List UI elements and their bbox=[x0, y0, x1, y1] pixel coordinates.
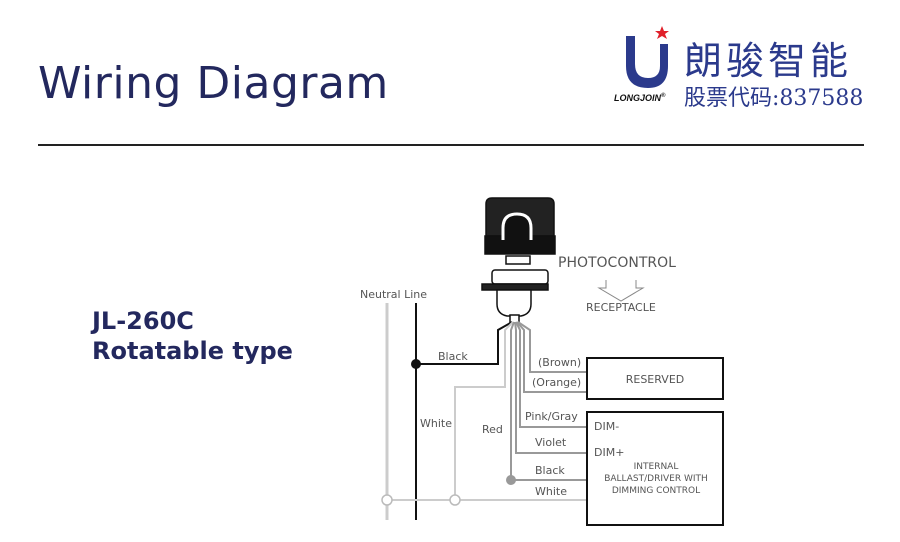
model-number: JL-260C bbox=[92, 307, 194, 335]
wire-label-violet: Violet bbox=[535, 436, 567, 449]
pink-gray-wire bbox=[515, 321, 587, 428]
product-info: JL-260C Rotatable type bbox=[92, 306, 293, 366]
stock-code: 股票代码:837588 bbox=[684, 86, 864, 111]
driver-label-2: BALLAST/DRIVER WITH bbox=[604, 474, 708, 484]
reserved-label: RESERVED bbox=[626, 373, 685, 386]
orange-wire bbox=[516, 321, 587, 393]
photocontrol-icon bbox=[481, 197, 556, 324]
brand-name-cn: 朗骏智能 bbox=[684, 39, 853, 83]
wire-label-white-driver: White bbox=[535, 485, 567, 498]
page-title: Wiring Diagram bbox=[38, 58, 389, 109]
red-wire bbox=[510, 321, 515, 480]
driver-box bbox=[586, 411, 724, 526]
brown-wire bbox=[517, 321, 587, 373]
red-junction-dot bbox=[506, 475, 516, 485]
white-junction bbox=[449, 494, 461, 506]
black-wire bbox=[416, 321, 513, 365]
photocontrol-label: PHOTOCONTROL bbox=[558, 255, 676, 271]
reserved-box bbox=[586, 357, 724, 400]
brand-en-text: LONGJOIN bbox=[614, 93, 662, 103]
logo-u-icon bbox=[626, 26, 669, 88]
driver-label-3: DIMMING CONTROL bbox=[612, 486, 700, 496]
dim-plus-label: DIM+ bbox=[594, 446, 624, 459]
dim-minus-label: DIM- bbox=[594, 420, 619, 433]
arrow-down-icon bbox=[597, 280, 645, 302]
junction-dot bbox=[411, 359, 421, 369]
wire-label-red: Red bbox=[482, 423, 503, 436]
model-type: Rotatable type bbox=[92, 337, 293, 365]
wire-label-white: White bbox=[420, 417, 452, 430]
receptacle-label: RECEPTACLE bbox=[586, 301, 656, 314]
neutral-line-label: Neutral Line bbox=[360, 288, 427, 301]
wire-label-brown: (Brown) bbox=[538, 356, 581, 369]
wire-label-black: Black bbox=[438, 350, 468, 363]
wire-label-pink-gray: Pink/Gray bbox=[525, 410, 578, 423]
driver-label-1: INTERNAL bbox=[634, 462, 679, 472]
violet-wire bbox=[514, 321, 587, 454]
divider bbox=[38, 144, 864, 146]
registered-mark: ® bbox=[661, 93, 666, 99]
wire-label-black-driver: Black bbox=[535, 464, 565, 477]
brand-logo bbox=[612, 24, 672, 94]
brand-name-en: LONGJOIN® bbox=[614, 93, 665, 103]
white-wire bbox=[454, 321, 514, 500]
neutral-junction bbox=[381, 494, 393, 506]
wire-label-orange: (Orange) bbox=[532, 376, 581, 389]
